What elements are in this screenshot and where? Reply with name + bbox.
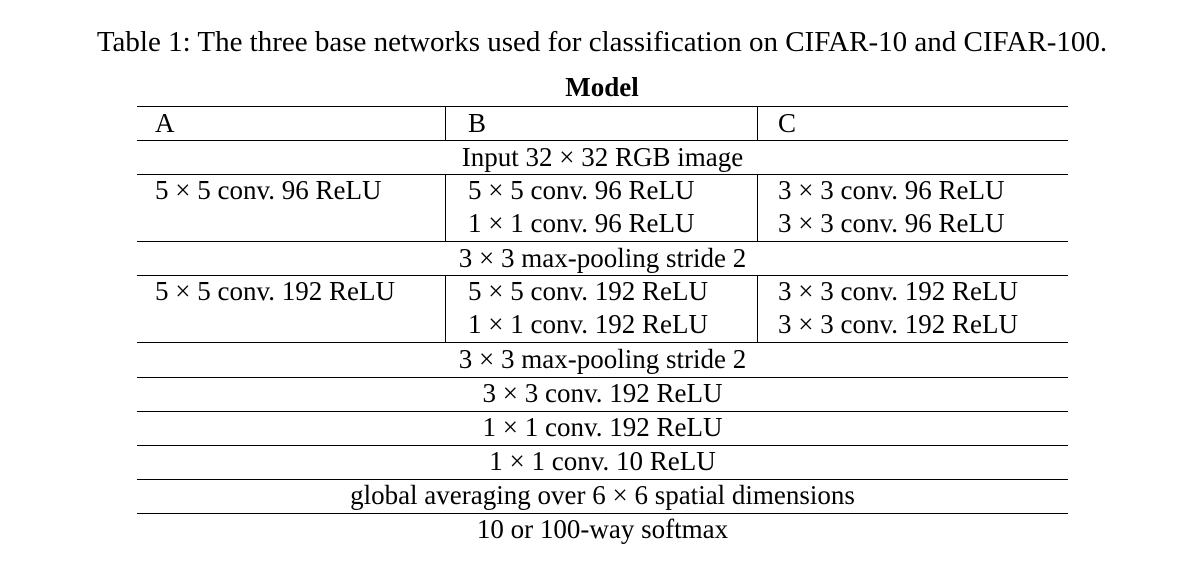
row-rule	[137, 174, 1068, 175]
top-rule	[137, 106, 1068, 107]
row-rule	[137, 275, 1068, 276]
row-rule	[137, 411, 1068, 412]
conv5-row: 1 × 1 conv. 10 ReLU	[489, 446, 716, 476]
table-caption: Table 1: The three base networks used fo…	[96, 26, 1108, 58]
column-header-b: B	[468, 108, 487, 138]
block1-a-line1: 5 × 5 conv. 96 ReLU	[155, 175, 382, 205]
block2-b-line2: 1 × 1 conv. 192 ReLU	[468, 309, 708, 339]
block1-c-line2: 3 × 3 conv. 96 ReLU	[778, 208, 1005, 238]
header-rule	[137, 140, 1068, 141]
column-separator	[445, 275, 446, 342]
row-rule	[137, 241, 1068, 242]
column-separator	[757, 106, 758, 140]
column-header-a: A	[155, 108, 175, 138]
column-separator	[757, 174, 758, 241]
group-header-model: Model	[565, 72, 639, 102]
column-separator	[445, 106, 446, 140]
column-separator	[757, 275, 758, 342]
input-row: Input 32 × 32 RGB image	[461, 142, 744, 172]
row-rule	[137, 513, 1068, 514]
block2-c-line1: 3 × 3 conv. 192 ReLU	[778, 276, 1018, 306]
block2-a-line1: 5 × 5 conv. 192 ReLU	[155, 276, 395, 306]
softmax-row: 10 or 100-way softmax	[476, 514, 729, 544]
column-separator	[445, 174, 446, 241]
pool1-row: 3 × 3 max-pooling stride 2	[458, 243, 747, 273]
row-rule	[137, 479, 1068, 480]
block1-b-line1: 5 × 5 conv. 96 ReLU	[468, 175, 695, 205]
global-averaging-row: global averaging over 6 × 6 spatial dime…	[350, 480, 855, 510]
conv3-row: 3 × 3 conv. 192 ReLU	[482, 378, 723, 408]
column-header-c: C	[778, 108, 797, 138]
row-rule	[137, 342, 1068, 343]
conv4-row: 1 × 1 conv. 192 ReLU	[482, 412, 723, 442]
row-rule	[137, 445, 1068, 446]
block2-b-line1: 5 × 5 conv. 192 ReLU	[468, 276, 708, 306]
pool2-row: 3 × 3 max-pooling stride 2	[458, 344, 747, 374]
block2-c-line2: 3 × 3 conv. 192 ReLU	[778, 309, 1018, 339]
block1-c-line1: 3 × 3 conv. 96 ReLU	[778, 175, 1005, 205]
row-rule	[137, 377, 1068, 378]
network-architecture-table: A B C Input 32 × 32 RGB image 5 × 5 conv…	[137, 106, 1068, 546]
block1-b-line2: 1 × 1 conv. 96 ReLU	[468, 208, 695, 238]
